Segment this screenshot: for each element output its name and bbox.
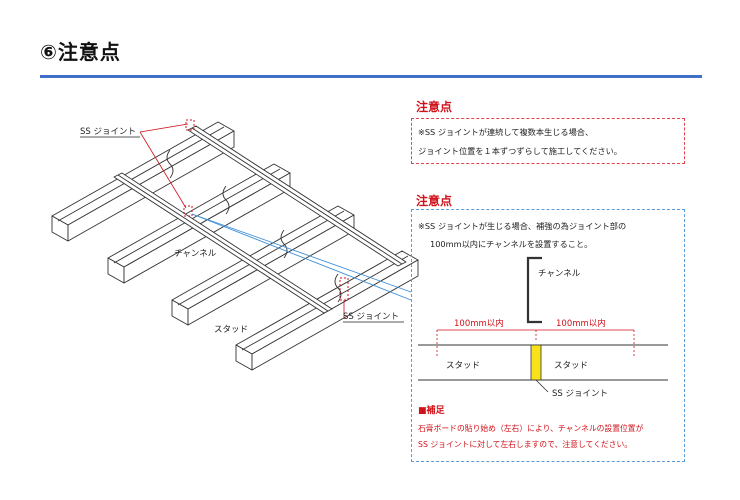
dim-left-label: 100mm以内 — [454, 318, 504, 329]
joint-marker-mid — [183, 205, 193, 217]
detail-stud-right: スタッド — [554, 361, 588, 371]
stud-4 — [235, 250, 419, 371]
note2-line-1: ※SS ジョイントが生じる場合、補強の為ジョイント部の — [418, 221, 627, 231]
note1-heading: 注意点 — [416, 100, 453, 114]
detail-joint-label: SS ジョイント — [552, 389, 608, 399]
channel-bottom — [113, 172, 333, 314]
iso-label-channel: チャンネル — [174, 249, 217, 259]
note2-box — [411, 209, 685, 462]
joint-marker-top — [185, 119, 195, 131]
detail-channel-label: チャンネル — [538, 269, 581, 279]
iso-label-stud: スタッド — [214, 325, 248, 335]
note2-heading: 注意点 — [416, 194, 453, 208]
supplement-line-2: SS ジョイントに対して左右しますので、注意してください。 — [418, 440, 633, 449]
iso-label-joint-bottom: SS ジョイント — [343, 312, 399, 322]
note2-line-2: 100mm以内にチャンネルを設置すること。 — [430, 239, 593, 249]
channel-top — [187, 125, 407, 267]
ss-joint-block — [530, 344, 542, 381]
note1-line-2: ジョイント位置を１本ずつずらして施工してください。 — [418, 146, 622, 156]
supplement-heading: ■補足 — [418, 406, 445, 416]
detail-stud-left: スタッド — [446, 361, 480, 371]
supplement-line-1: 石膏ボードの貼り始め（左右）により、チャンネルの設置位置が — [418, 424, 644, 433]
channel-profile — [526, 256, 542, 324]
note1-box — [411, 118, 685, 164]
stud-1 — [51, 121, 235, 242]
iso-label-joint-top: SS ジョイント — [80, 127, 136, 137]
dim-right-label: 100mm以内 — [556, 318, 606, 329]
note1-line-1: ※SS ジョイントが連続して複数本生じる場合、 — [418, 127, 594, 137]
page-title: ⑥注意点 — [40, 40, 121, 64]
title-divider — [40, 75, 702, 78]
